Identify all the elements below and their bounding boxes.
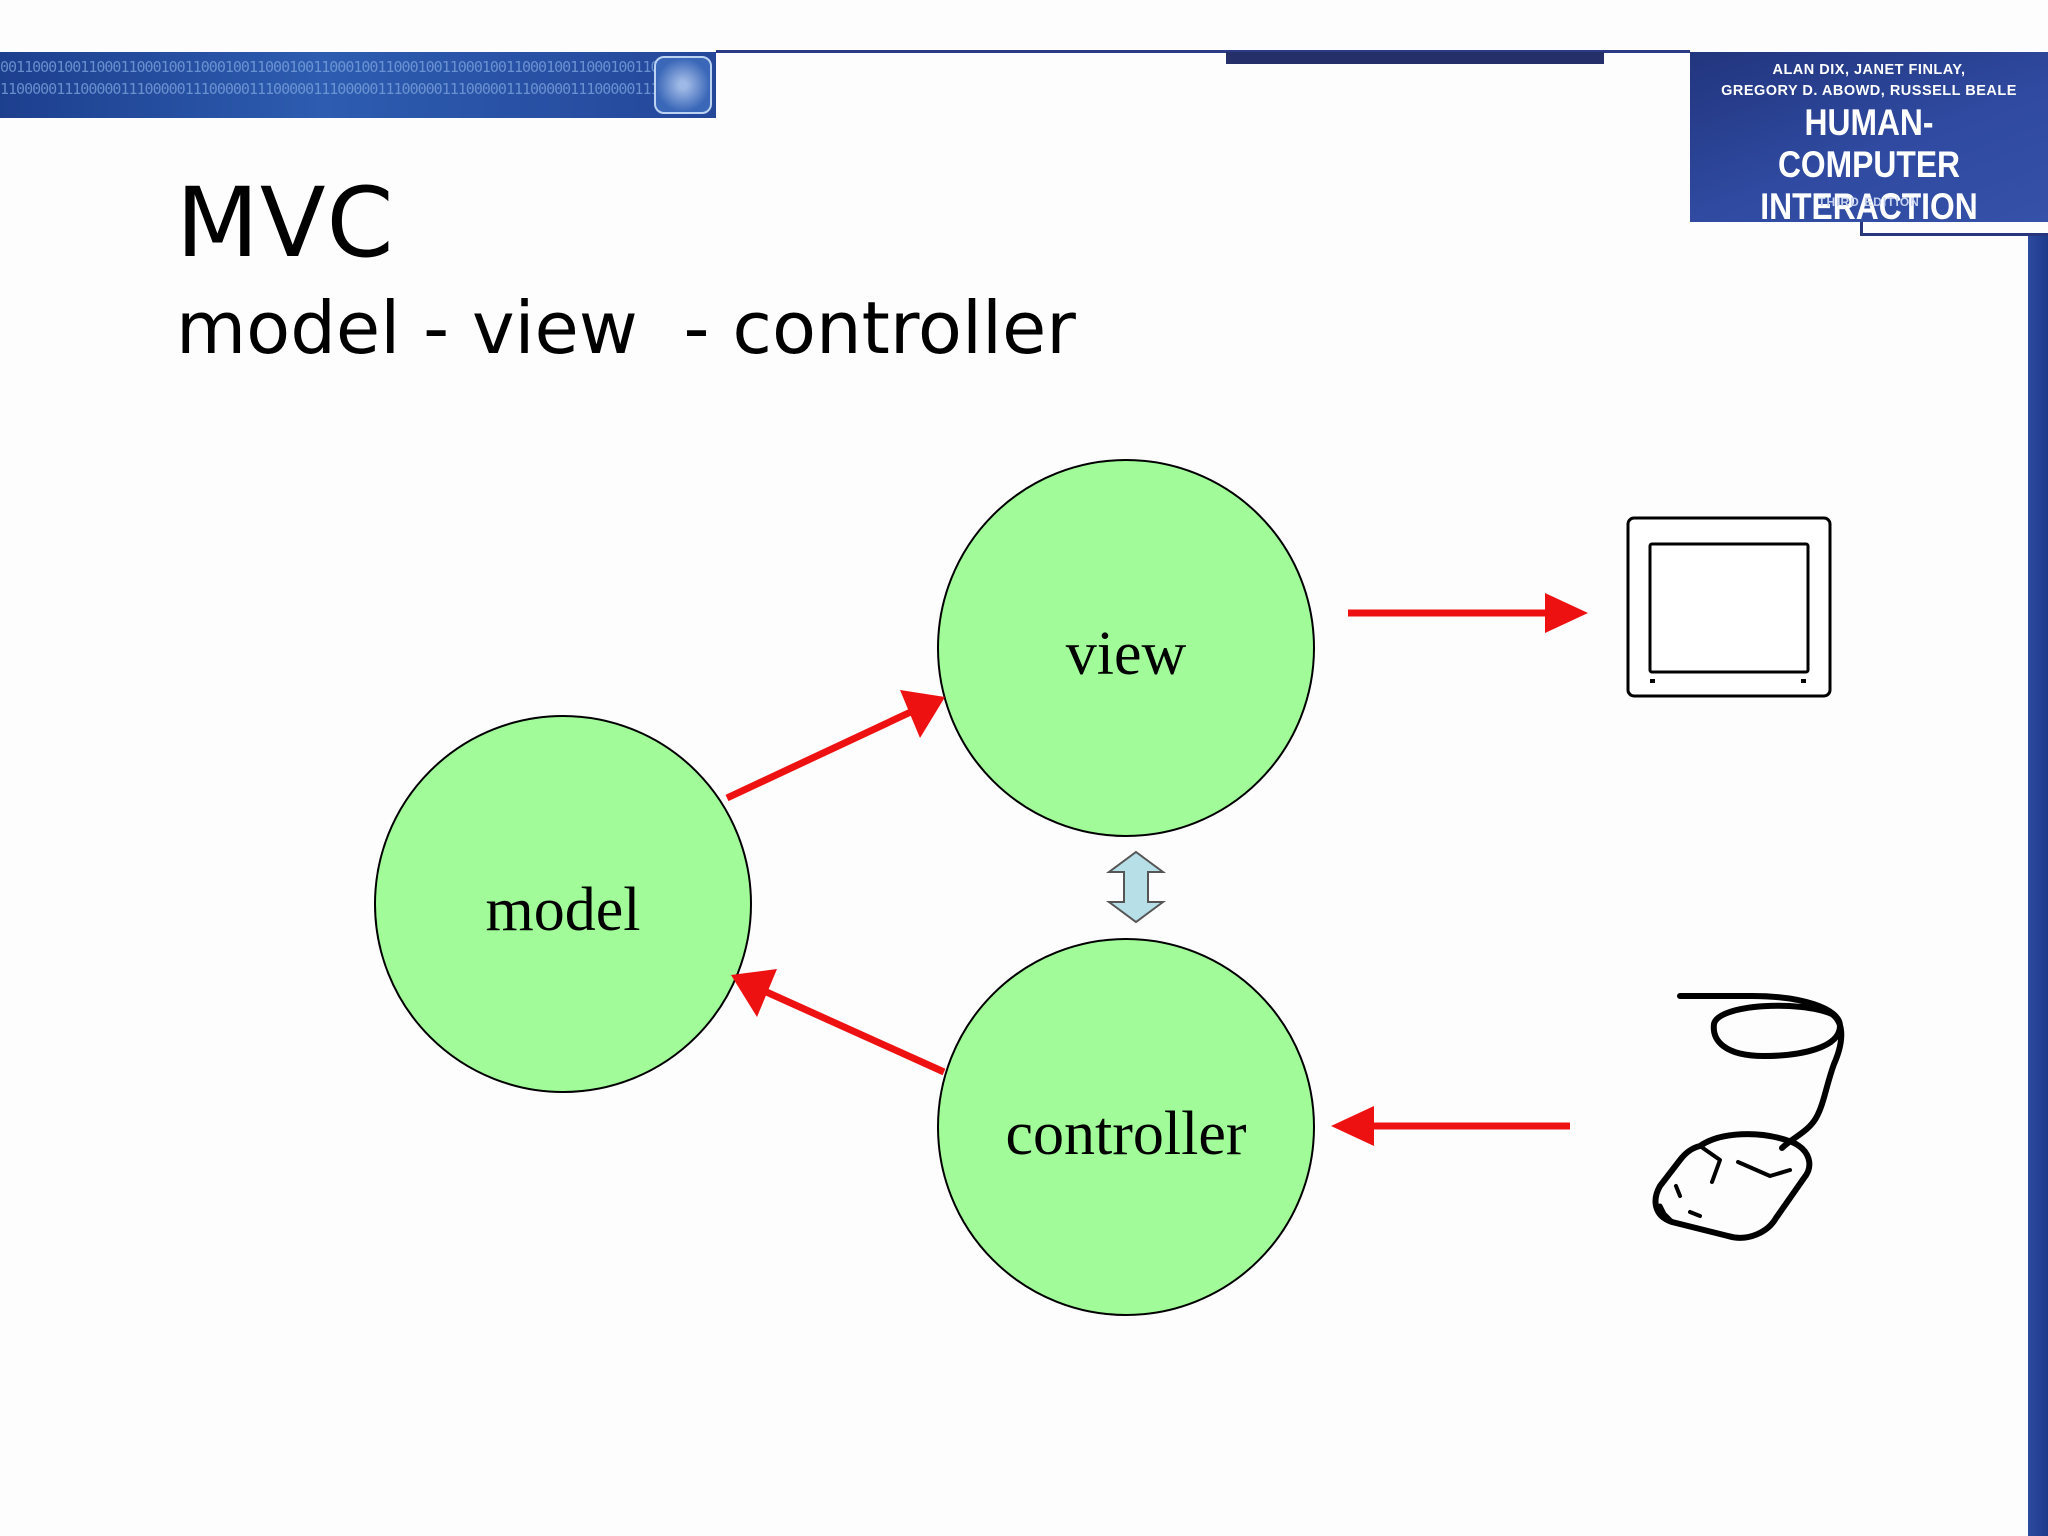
view-label: view xyxy=(1066,620,1187,688)
controller-label: controller xyxy=(1005,1100,1246,1168)
binary-pattern-row1: 0011000100110001100010011000100110001001… xyxy=(0,58,708,76)
view-node: view xyxy=(937,459,1315,837)
arrow-model-to-view xyxy=(725,690,945,802)
arrow-view-to-monitor xyxy=(1348,593,1588,633)
binary-pattern: 0011000100110001100010011000100110001001… xyxy=(0,56,716,100)
binary-banner: 0011000100110001100010011000100110001001… xyxy=(0,52,716,118)
arrow-controller-to-model xyxy=(731,969,946,1076)
book-cover: ALAN DIX, JANET FINLAY, GREGORY D. ABOWD… xyxy=(1690,52,2048,222)
view-controller-link xyxy=(1105,850,1167,924)
model-node: model xyxy=(374,715,752,1093)
header-rule xyxy=(716,50,1690,53)
mouse-icon xyxy=(1652,993,1845,1241)
binary-pattern-row2: 1100000111000001110000011100000111000001… xyxy=(0,80,708,98)
arrow-mouse-to-controller xyxy=(1331,1106,1570,1146)
cover-bracket xyxy=(1860,222,2048,236)
monitor-icon xyxy=(1626,516,1832,698)
emblem-icon xyxy=(654,56,712,114)
controller-node: controller xyxy=(937,938,1315,1316)
slide-title: MVC xyxy=(176,167,395,279)
book-authors: ALAN DIX, JANET FINLAY, GREGORY D. ABOWD… xyxy=(1721,62,2017,99)
book-title: HUMAN-COMPUTER INTERACTION xyxy=(1760,102,1978,222)
right-edge-strip xyxy=(2028,236,2048,1536)
header-bar xyxy=(1226,52,1604,64)
slide-subtitle: model - view - controller xyxy=(176,286,1076,370)
model-label: model xyxy=(486,876,641,944)
book-edition: THIRD EDITION xyxy=(1818,195,1920,209)
